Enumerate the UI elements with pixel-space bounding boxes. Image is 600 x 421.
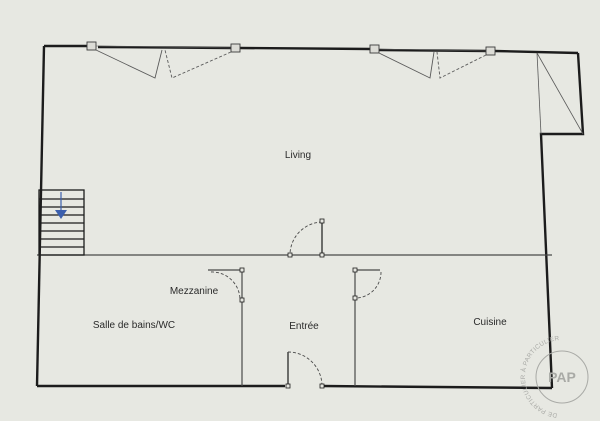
room-label-kitchen: Cuisine bbox=[473, 317, 507, 328]
interior-walls bbox=[37, 254, 552, 386]
corner-closet bbox=[536, 52, 584, 135]
staircase bbox=[38, 189, 85, 256]
pap-watermark: DE PARTICULIER À PARTICULIER PAP bbox=[518, 335, 589, 419]
window-marker bbox=[485, 46, 496, 56]
watermark-ring bbox=[535, 350, 589, 404]
mezzanine-door bbox=[210, 267, 245, 303]
window-marker bbox=[86, 41, 97, 51]
window-marker bbox=[230, 43, 241, 53]
living-door bbox=[287, 218, 325, 258]
room-label-entry: Entrée bbox=[289, 321, 319, 332]
exterior-walls bbox=[35, 44, 585, 390]
room-label-bathroom: Salle de bains/WC bbox=[93, 320, 175, 331]
kitchen-door bbox=[352, 267, 382, 301]
room-label-mezzanine: Mezzanine bbox=[170, 286, 219, 297]
room-label-living: Living bbox=[285, 150, 311, 161]
window-openings bbox=[95, 45, 487, 79]
entry-door bbox=[285, 351, 325, 389]
pap-logo: PAP bbox=[548, 369, 576, 385]
window-marker bbox=[369, 44, 380, 54]
stair-arrow-icon bbox=[55, 210, 67, 219]
